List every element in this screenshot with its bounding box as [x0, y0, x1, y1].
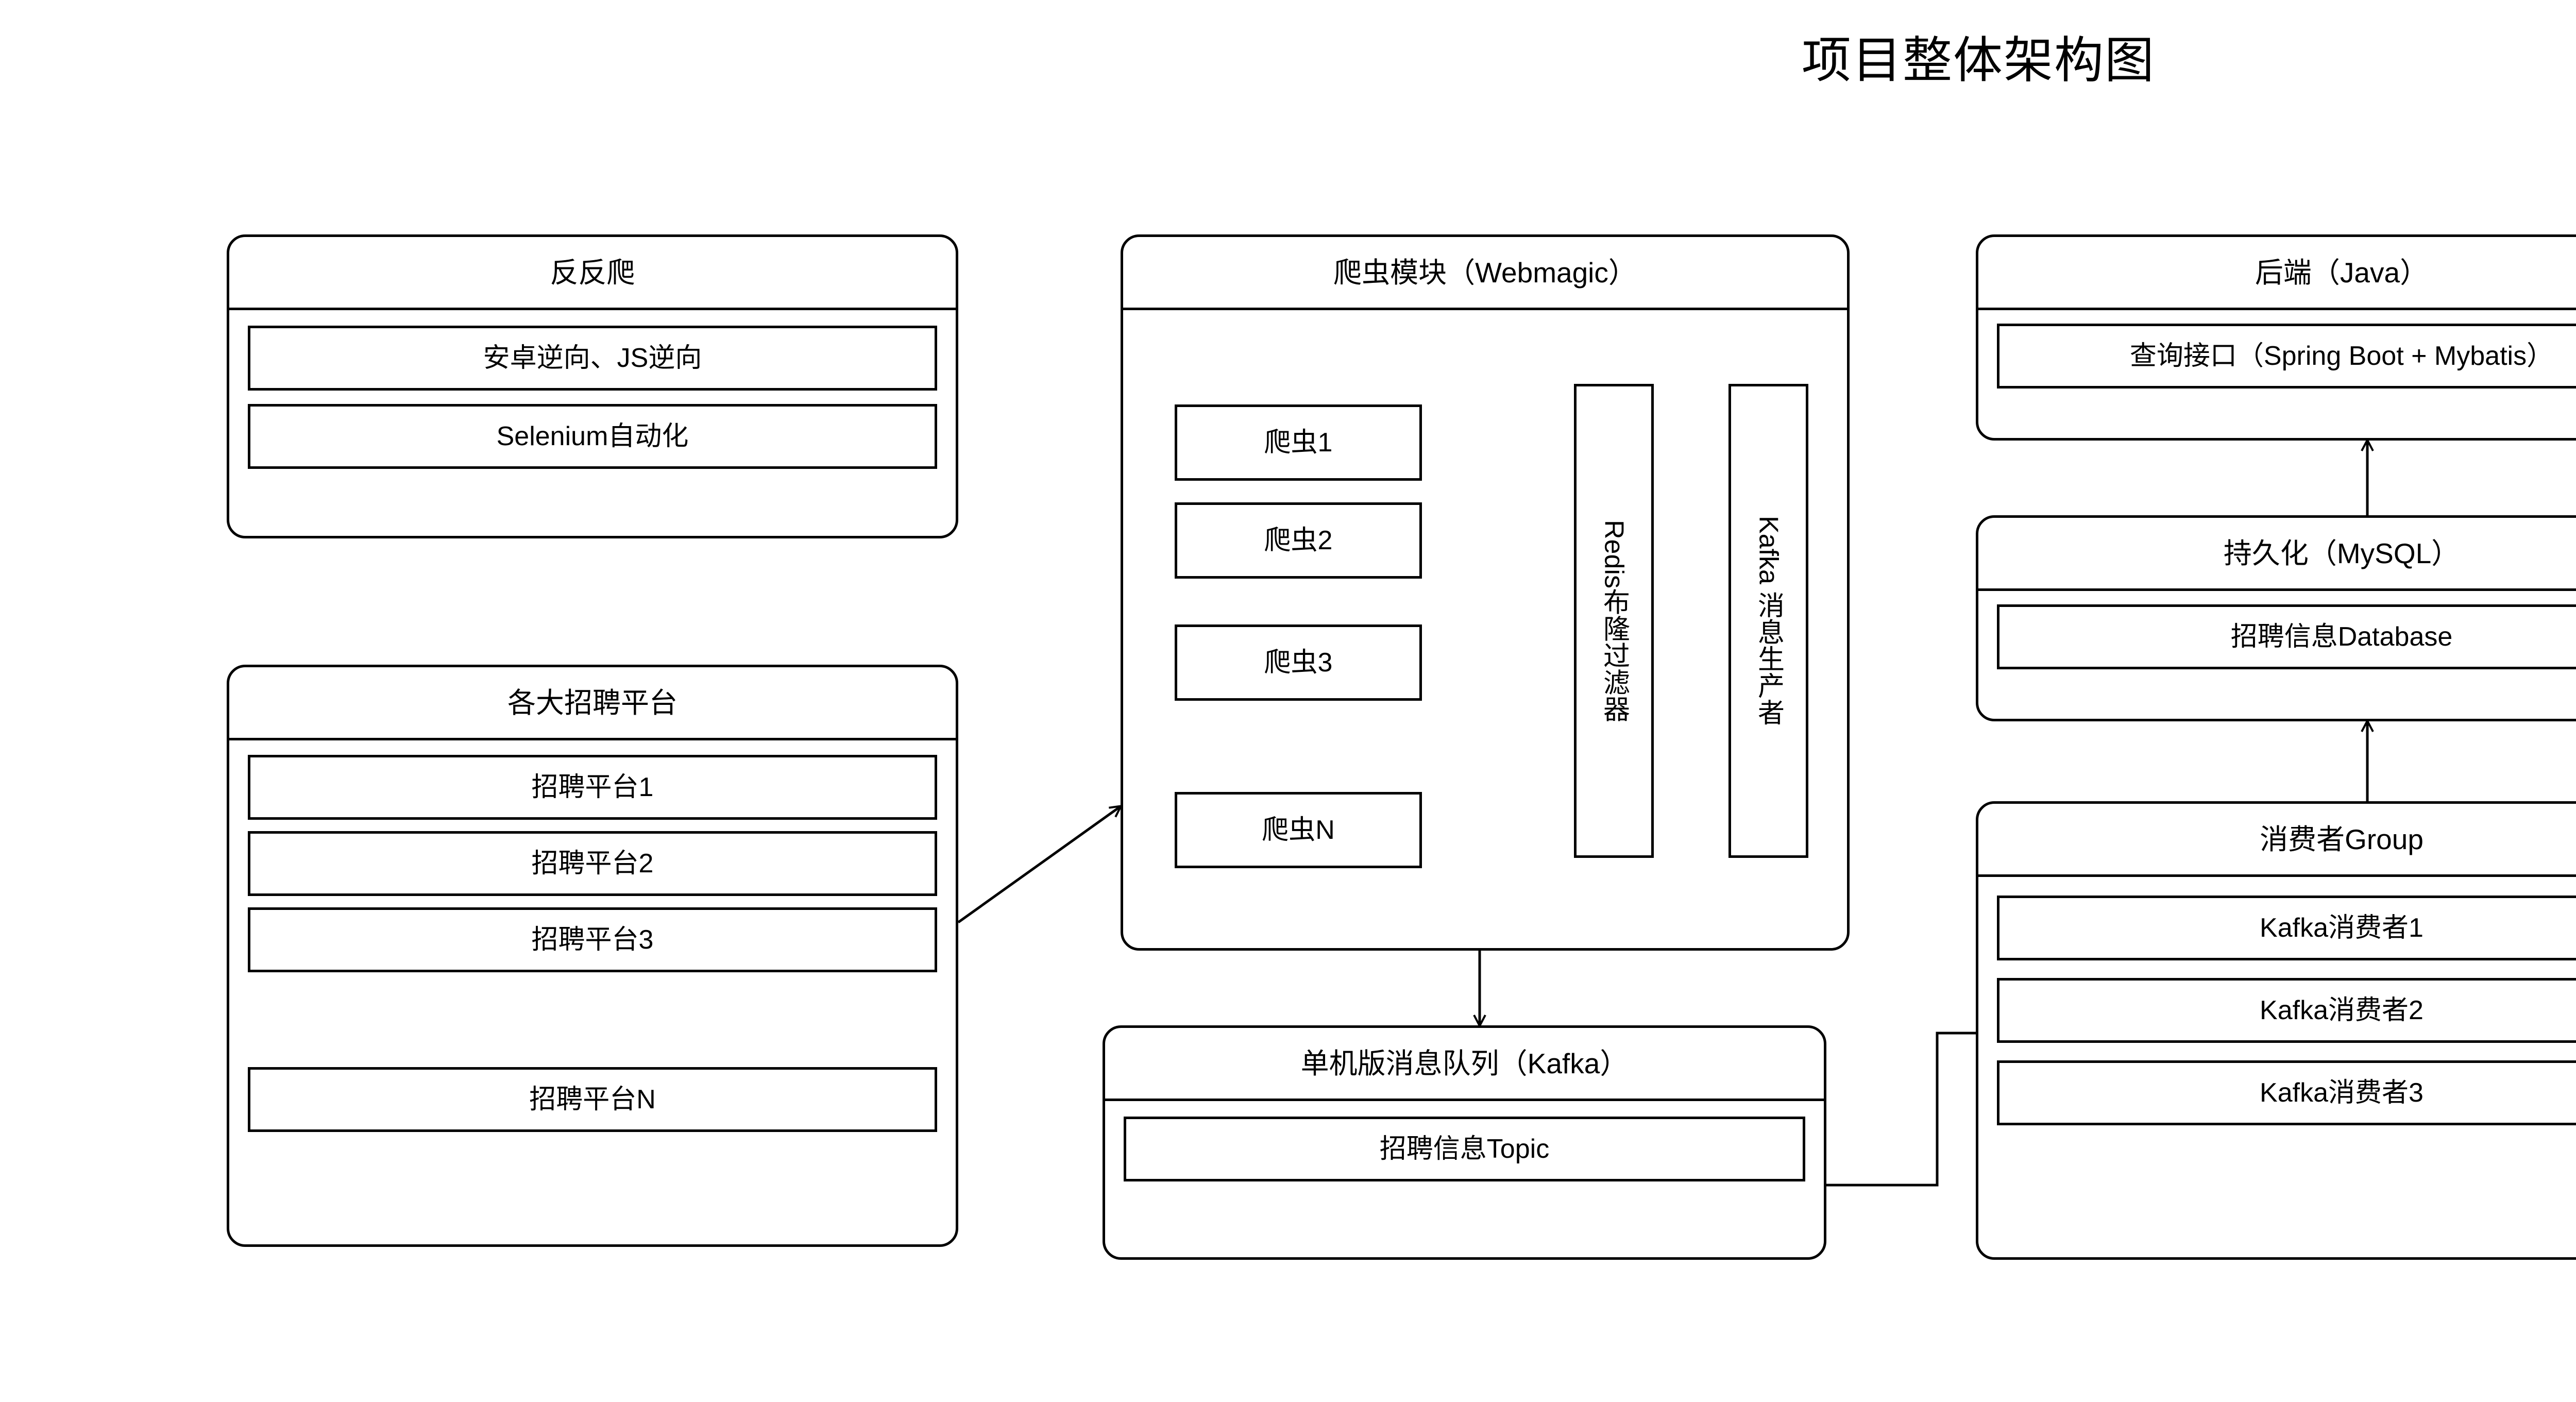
crawler-module-title: 爬虫模块（Webmagic）: [1123, 237, 1847, 310]
list-item[interactable]: Kafka消费者2: [1997, 978, 2576, 1043]
list-item[interactable]: Kafka消费者1: [1997, 896, 2576, 960]
consumer-group-body: Kafka消费者1 Kafka消费者2 Kafka消费者3: [1978, 877, 2576, 1141]
list-item[interactable]: 招聘信息Topic: [1124, 1117, 1805, 1181]
backend-card[interactable]: 后端（Java） 查询接口（Spring Boot + Mybatis）: [1976, 234, 2576, 441]
job-platforms-body: 招聘平台1 招聘平台2 招聘平台3 招聘平台N: [229, 740, 956, 1147]
list-item[interactable]: 招聘信息Database: [1997, 604, 2576, 669]
list-item[interactable]: 招聘平台3: [248, 907, 937, 972]
backend-title: 后端（Java）: [1978, 237, 2576, 310]
persistence-card[interactable]: 持久化（MySQL） 招聘信息Database: [1976, 515, 2576, 721]
message-queue-title: 单机版消息队列（Kafka）: [1105, 1028, 1824, 1101]
job-platforms-title: 各大招聘平台: [229, 667, 956, 740]
list-item[interactable]: 招聘平台2: [248, 831, 937, 896]
kafka-producer-box[interactable]: Kafka 消息生产者: [1728, 384, 1808, 858]
spider-node-n[interactable]: 爬虫N: [1175, 792, 1422, 868]
spider-node-2[interactable]: 爬虫2: [1175, 502, 1422, 579]
consumer-group-card[interactable]: 消费者Group Kafka消费者1 Kafka消费者2 Kafka消费者3: [1976, 801, 2576, 1260]
message-queue-card[interactable]: 单机版消息队列（Kafka） 招聘信息Topic: [1103, 1025, 1826, 1260]
job-platforms-card[interactable]: 各大招聘平台 招聘平台1 招聘平台2 招聘平台3 招聘平台N: [227, 665, 958, 1247]
list-item[interactable]: 招聘平台N: [248, 1067, 937, 1132]
redis-bloom-filter-label: Redis布隆过滤器: [1599, 519, 1629, 722]
kafka-producer-label: Kafka 消息生产者: [1753, 516, 1784, 726]
anti-anti-crawl-title: 反反爬: [229, 237, 956, 310]
list-item[interactable]: 招聘平台1: [248, 755, 937, 820]
message-queue-body: 招聘信息Topic: [1105, 1101, 1824, 1197]
list-item[interactable]: 查询接口（Spring Boot + Mybatis）: [1997, 324, 2576, 388]
page-title: 项目整体架构图: [1802, 33, 2155, 88]
anti-anti-crawl-body: 安卓逆向、JS逆向 Selenium自动化: [229, 310, 956, 484]
edge-platforms-to-crawler: [957, 806, 1121, 924]
list-item[interactable]: 安卓逆向、JS逆向: [248, 326, 937, 391]
persistence-title: 持久化（MySQL）: [1978, 518, 2576, 591]
consumer-group-title: 消费者Group: [1978, 804, 2576, 877]
anti-anti-crawl-card[interactable]: 反反爬 安卓逆向、JS逆向 Selenium自动化: [227, 234, 958, 538]
redis-bloom-filter-box[interactable]: Redis布隆过滤器: [1574, 384, 1654, 858]
list-item[interactable]: Selenium自动化: [248, 404, 937, 469]
list-item[interactable]: Kafka消费者3: [1997, 1060, 2576, 1125]
backend-body: 查询接口（Spring Boot + Mybatis）: [1978, 310, 2576, 404]
spider-node-3[interactable]: 爬虫3: [1175, 624, 1422, 701]
spider-node-1[interactable]: 爬虫1: [1175, 404, 1422, 481]
persistence-body: 招聘信息Database: [1978, 591, 2576, 685]
